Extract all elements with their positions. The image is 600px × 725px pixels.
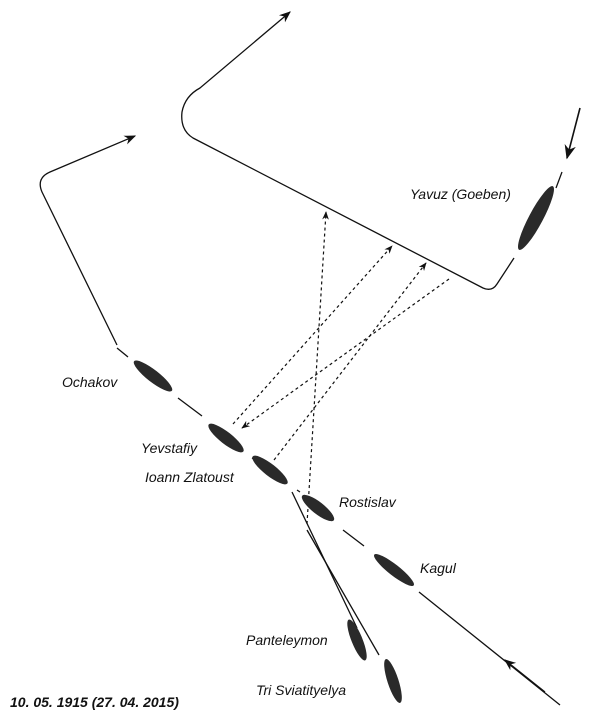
label-ochakov: Ochakov (62, 374, 118, 390)
ship-kagul (374, 554, 414, 586)
russian-column-line (116, 347, 561, 706)
fire-line-yavuz (241, 278, 450, 429)
yavuz-approach-arrow (564, 107, 581, 160)
ship-panteleymon (347, 619, 367, 661)
ship-ioann (252, 455, 288, 485)
label-yavuz: Yavuz (Goeben) (410, 186, 511, 202)
label-kagul: Kagul (420, 560, 456, 576)
label-ioann: Ioann Zlatoust (145, 469, 234, 485)
yavuz-track (181, 11, 515, 290)
ship-yevstafiy (208, 423, 244, 453)
ship-rostislav (301, 494, 335, 522)
column-arrow (504, 659, 546, 693)
date-caption: 10. 05. 1915 (27. 04. 2015) (10, 694, 179, 710)
label-rostislav: Rostislav (339, 494, 396, 510)
fire-line-yevstafiy (232, 245, 393, 425)
fire-line-rostislav (306, 211, 329, 525)
ship-tri (384, 659, 402, 703)
ochakov-track (39, 135, 137, 346)
label-yevstafiy: Yevstafiy (141, 440, 198, 456)
ship-yavuz (518, 186, 554, 250)
label-tri: Tri Sviatityelya (256, 682, 346, 698)
turn-line-tri (306, 529, 380, 656)
label-panteleymon: Panteleymon (246, 632, 328, 648)
yavuz-approach-line (555, 171, 563, 189)
ship-ochakov (133, 360, 173, 392)
